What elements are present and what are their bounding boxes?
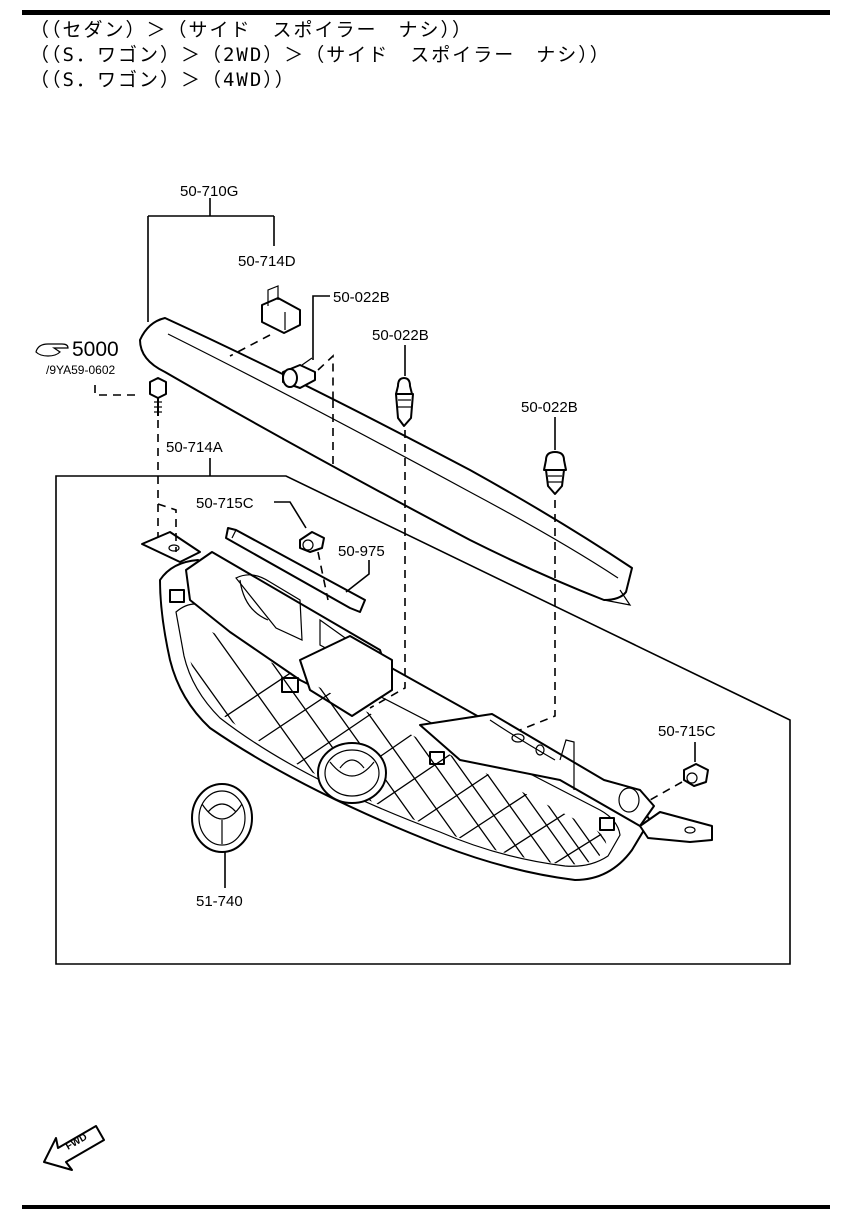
applicability-line-2: （（S．ワゴン）＞（2WD）＞（サイド スポイラー ナシ）） bbox=[30, 44, 611, 66]
leader-50-975 bbox=[345, 560, 370, 593]
leader-50-715C-a bbox=[274, 501, 307, 529]
label-50-022B-a: 50-022B bbox=[333, 289, 390, 306]
label-5000: 5000 bbox=[72, 338, 119, 361]
dashline-50-022B-b bbox=[369, 430, 406, 709]
label-50-715C-a: 50-715C bbox=[196, 495, 254, 512]
clip-50-715C-a[interactable] bbox=[299, 531, 325, 553]
clip-50-714D[interactable] bbox=[261, 285, 301, 334]
label-50-714A: 50-714A bbox=[166, 439, 223, 456]
grille-assembly-frame-50-714A bbox=[55, 475, 791, 965]
label-50-714D: 50-714D bbox=[238, 253, 296, 270]
fastener-50-022B-c[interactable] bbox=[543, 451, 567, 495]
reference-hand-icon bbox=[35, 343, 69, 357]
emblem-51-740[interactable] bbox=[191, 783, 253, 853]
bottom-rule bbox=[22, 1205, 830, 1209]
dashline-bolt-tab bbox=[157, 503, 177, 552]
model-applicability-header: （（セダン）＞（サイド スポイラー ナシ）） （（S．ワゴン）＞（2WD）＞（サ… bbox=[30, 18, 611, 93]
label-51-740: 51-740 bbox=[196, 893, 243, 910]
upper-molding-50-710G[interactable] bbox=[139, 317, 633, 606]
fastener-50-022B-a[interactable] bbox=[282, 357, 316, 389]
dashline-50-022B-c bbox=[519, 500, 556, 731]
radiator-grille-50-714A[interactable] bbox=[141, 531, 760, 960]
dashline-50-715C-b bbox=[649, 781, 683, 801]
label-50-710G: 50-710G bbox=[180, 183, 238, 200]
label-50-975: 50-975 bbox=[338, 543, 385, 560]
top-rule bbox=[22, 10, 830, 15]
bolt-9YA59-0602[interactable] bbox=[149, 377, 167, 416]
seal-strip-50-975[interactable] bbox=[225, 527, 366, 613]
label-50-022B-c: 50-022B bbox=[521, 399, 578, 416]
applicability-line-1: （（セダン）＞（サイド スポイラー ナシ）） bbox=[30, 19, 474, 41]
label-50-022B-b: 50-022B bbox=[372, 327, 429, 344]
leader-50-022B-a bbox=[312, 295, 330, 360]
label-9YA59-0602: /9YA59-0602 bbox=[46, 363, 115, 377]
forward-direction-arrow-icon: FWD bbox=[43, 1125, 105, 1171]
fastener-50-022B-b[interactable] bbox=[395, 377, 414, 427]
group-bracket-50-710G bbox=[147, 198, 275, 322]
applicability-line-3: （（S．ワゴン）＞（4WD）） bbox=[30, 69, 296, 91]
leader-9YA59-0602 bbox=[94, 385, 140, 396]
leader-50-714D bbox=[229, 334, 271, 357]
dashline-50-022B-a bbox=[317, 354, 334, 400]
label-50-715C-b: 50-715C bbox=[658, 723, 716, 740]
clip-50-715C-b[interactable] bbox=[683, 763, 709, 787]
